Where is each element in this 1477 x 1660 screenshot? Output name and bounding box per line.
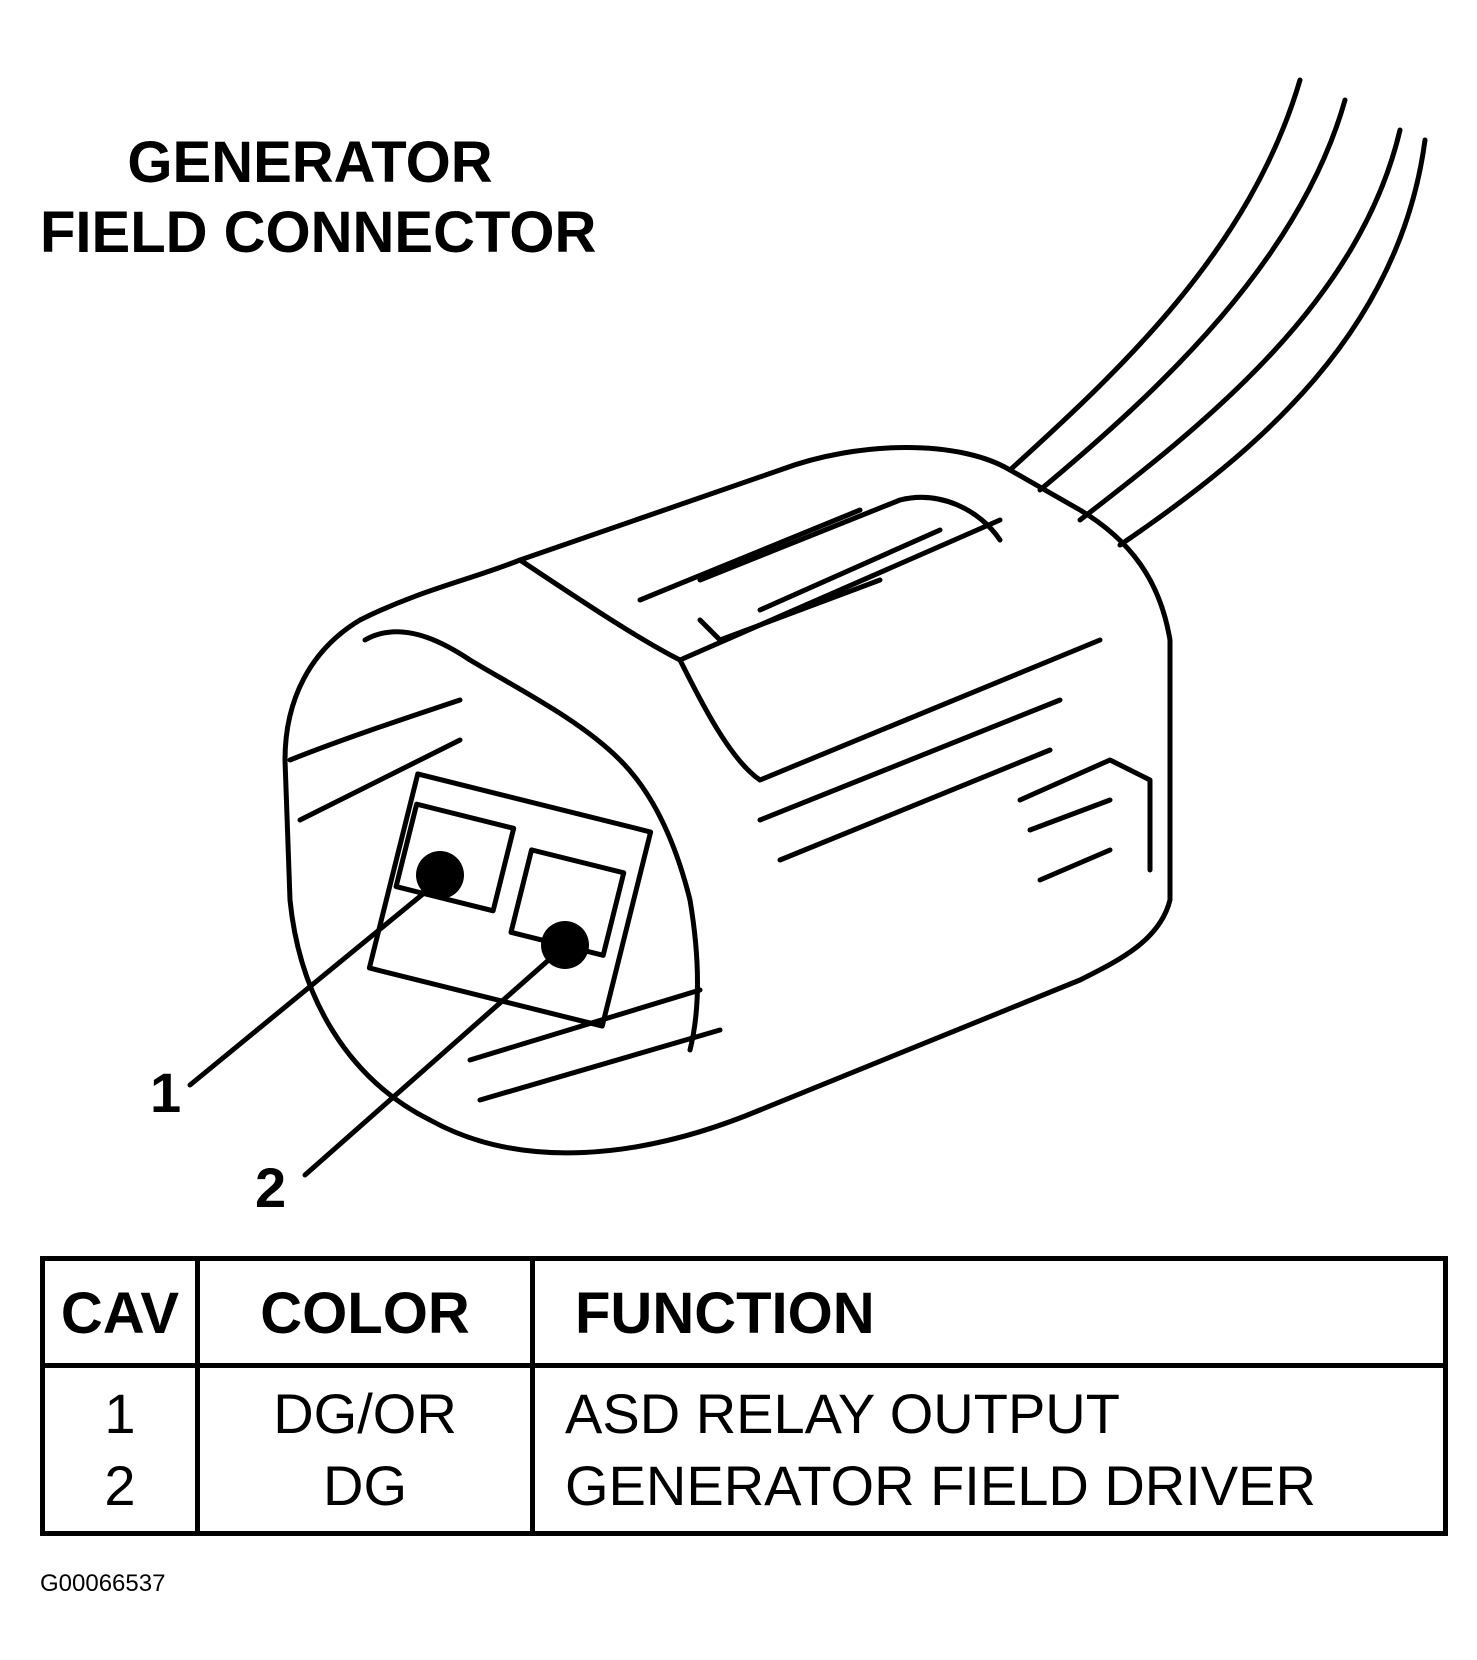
row-1-color: DG/OR [273, 1382, 457, 1445]
callout-1: 1 [150, 1061, 182, 1124]
header-divider [45, 1363, 1443, 1368]
header-function: FUNCTION [575, 1281, 875, 1346]
pin-table: CAV COLOR FUNCTION 1 DG/OR ASD RELAY OUT… [40, 1256, 1448, 1536]
row-2-cav: 2 [104, 1454, 136, 1517]
row-2-function: GENERATOR FIELD DRIVER [565, 1454, 1316, 1517]
title-line-2: FIELD CONNECTOR [40, 200, 597, 265]
figure-id: G00066537 [40, 1570, 166, 1597]
column-divider [195, 1261, 200, 1531]
row-1-cav: 1 [104, 1382, 136, 1445]
callout-2: 2 [255, 1156, 287, 1219]
title-line-1: GENERATOR [127, 130, 493, 195]
column-divider [530, 1261, 535, 1531]
row-1-function: ASD RELAY OUTPUT [565, 1382, 1120, 1445]
header-cav: CAV [60, 1281, 180, 1346]
connector-illustration-icon [187, 77, 1428, 1178]
header-color: COLOR [260, 1281, 470, 1346]
row-2-color: DG [323, 1454, 407, 1517]
diagram-title: GENERATOR FIELD CONNECTOR [40, 128, 660, 268]
